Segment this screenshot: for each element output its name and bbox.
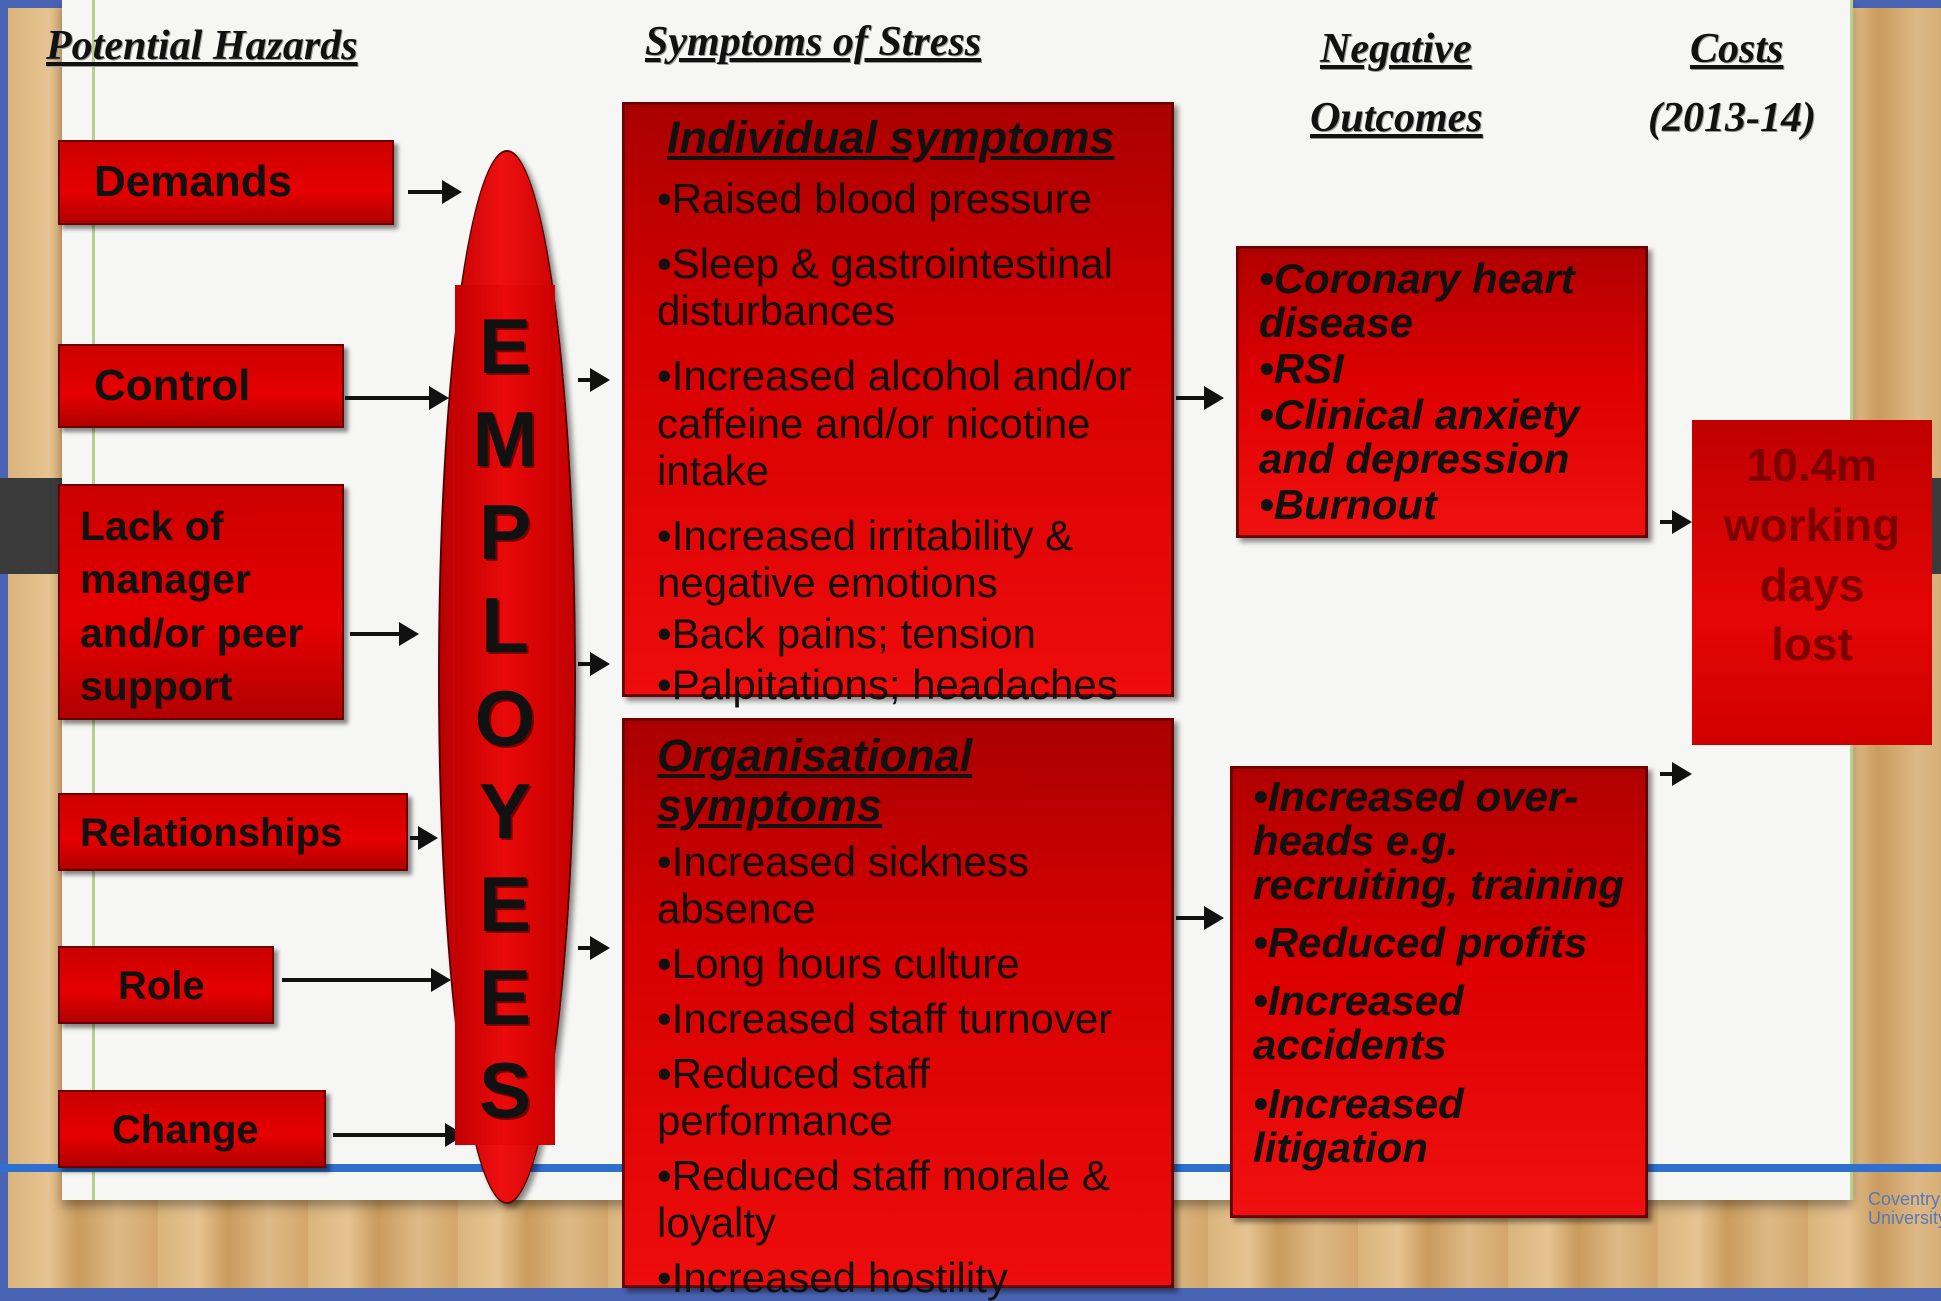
arrow-to-individual-outcomes xyxy=(1176,396,1220,400)
organisational-outcome: •Reduced profits xyxy=(1253,921,1625,965)
logo-line: University xyxy=(1868,1209,1940,1228)
arrow-support xyxy=(350,632,415,636)
university-logo: Coventry University xyxy=(1868,1190,1940,1228)
hazard-relationships: Relationships xyxy=(58,793,408,871)
organisational-outcome: •Increased litigation xyxy=(1253,1082,1625,1170)
individual-outcome: •RSI xyxy=(1259,347,1625,391)
heading-costs-year: (2013-14) xyxy=(1648,94,1816,142)
dark-band-left xyxy=(0,478,62,574)
employees-letter: M xyxy=(473,393,538,486)
arrow-change xyxy=(333,1133,461,1137)
individual-symptom: •Raised blood pressure xyxy=(657,175,1145,222)
arrow-role xyxy=(282,978,447,982)
cost-value: 10.4m xyxy=(1692,436,1932,496)
organisational-symptoms-panel: Organisational symptoms •Increased sickn… xyxy=(622,718,1174,1288)
arrow-to-cost-1 xyxy=(1660,520,1688,524)
organisational-symptom: •Reduced staff performance xyxy=(657,1050,1147,1144)
arrow-to-organisational-outcomes xyxy=(1176,916,1220,920)
organisational-outcome: •Increased accidents xyxy=(1253,979,1625,1067)
cost-label: working xyxy=(1692,496,1932,556)
employees-letter: E xyxy=(479,300,531,393)
arrow-to-individual-1 xyxy=(578,378,606,382)
organisational-symptom: •Reduced staff morale & loyalty xyxy=(657,1152,1147,1246)
employees-letter: E xyxy=(479,951,531,1044)
employees-letter: S xyxy=(479,1044,531,1137)
individual-symptom: •Sleep & gastrointestinal disturbances xyxy=(657,240,1145,334)
arrow-to-individual-2 xyxy=(578,662,606,666)
individual-outcome: •Clinical anxiety and depression xyxy=(1259,393,1625,481)
heading-symptoms-of-stress: Symptoms of Stress xyxy=(645,18,981,66)
individual-symptom: •Increased alcohol and/or caffeine and/o… xyxy=(657,352,1145,493)
cost-label: days xyxy=(1692,556,1932,616)
individual-symptoms-title: Individual symptoms xyxy=(657,113,1145,163)
hazard-role: Role xyxy=(58,946,274,1024)
employees-letter: P xyxy=(479,486,531,579)
individual-symptom: •Palpitations; headaches xyxy=(657,661,1145,708)
organisational-symptoms-title: Organisational symptoms xyxy=(657,731,997,830)
cost-label: lost xyxy=(1692,615,1932,675)
employees-letter: E xyxy=(479,858,531,951)
organisational-outcome: •Increased over-heads e.g. recruiting, t… xyxy=(1253,775,1625,907)
heading-potential-hazards: Potential Hazards xyxy=(46,22,358,70)
individual-outcomes-box: •Coronary heart disease •RSI •Clinical a… xyxy=(1236,246,1648,538)
individual-symptoms-panel: Individual symptoms •Raised blood pressu… xyxy=(622,102,1174,697)
organisational-symptom: •Long hours culture xyxy=(657,940,1147,987)
hazard-lack-of-support: Lack of manager and/or peer support xyxy=(58,484,344,720)
employees-letter: O xyxy=(475,672,536,765)
hazard-demands: Demands xyxy=(58,140,394,225)
organisational-symptom: •Increased staff turnover xyxy=(657,995,1147,1042)
logo-line: Coventry xyxy=(1868,1190,1940,1209)
arrow-to-cost-2 xyxy=(1660,772,1688,776)
heading-outcomes: Outcomes xyxy=(1310,94,1483,142)
cost-box: 10.4m working days lost xyxy=(1692,420,1932,745)
employees-letter: Y xyxy=(479,765,531,858)
hazard-control: Control xyxy=(58,344,344,428)
individual-symptom: •Increased irritability & negative emoti… xyxy=(657,512,1145,606)
employees-letter: L xyxy=(481,579,529,672)
individual-symptom: •Back pains; tension xyxy=(657,610,1145,657)
organisational-symptom: •Increased sickness absence xyxy=(657,838,1147,932)
arrow-demands xyxy=(408,190,458,194)
heading-costs: Costs xyxy=(1690,25,1783,73)
organisational-outcomes-box: •Increased over-heads e.g. recruiting, t… xyxy=(1230,766,1648,1218)
arrow-relationships xyxy=(410,836,434,840)
individual-outcome: •Burnout xyxy=(1259,483,1625,527)
arrow-control xyxy=(345,396,445,400)
heading-negative: Negative xyxy=(1320,25,1472,73)
individual-outcome: •Coronary heart disease xyxy=(1259,257,1625,345)
arrow-to-organisational xyxy=(578,946,606,950)
employees-label: E M P L O Y E E S xyxy=(455,300,555,1137)
organisational-symptom: •Increased hostility xyxy=(657,1254,1147,1301)
hazard-change: Change xyxy=(58,1090,326,1168)
